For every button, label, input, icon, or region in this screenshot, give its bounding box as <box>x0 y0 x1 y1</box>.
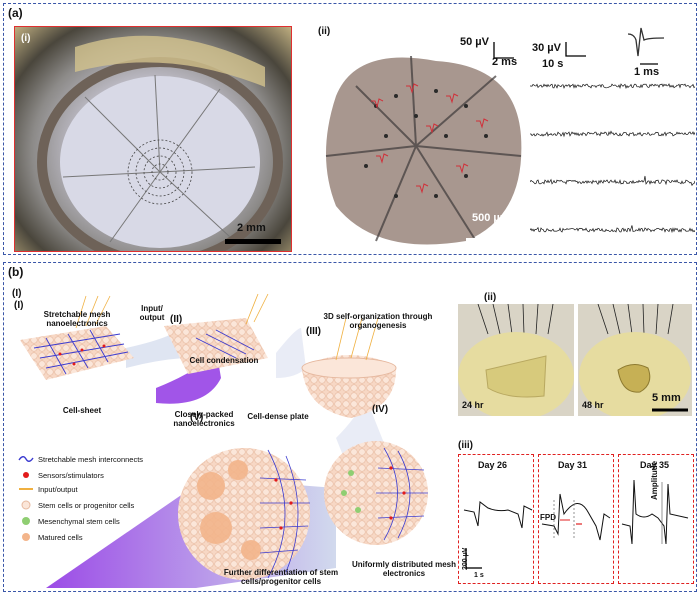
matured-swatch-icon <box>22 533 30 541</box>
annotation-stretchable: Stretchable mesh nanoelectronics <box>43 310 111 328</box>
trace-scale-voltage: 30 µV <box>532 42 561 54</box>
panel-b-iii-label: (iii) <box>458 440 473 451</box>
stage-II-label: (II) <box>170 314 183 325</box>
legend-label: Mesenchymal stem cells <box>38 516 120 526</box>
day-31-label: Day 31 <box>558 460 588 470</box>
legend-item-stem: Stem cells or progenitor cells <box>18 500 134 510</box>
legend-label: Input/output <box>38 484 78 494</box>
annotation-input-output: Input/ output <box>139 304 165 322</box>
amplitude-label: Amplitude <box>650 460 659 500</box>
scale-5mm: 5 mm <box>652 392 681 404</box>
legend-label: Stem cells or progenitor cells <box>38 500 135 510</box>
recording-traces: 30 µV 10 s 1 ms <box>530 26 695 252</box>
day-35-box <box>618 454 694 584</box>
legend-item-io: Input/output <box>18 484 78 494</box>
panel-a-label: (a) <box>8 6 23 20</box>
day-26-box <box>458 454 534 584</box>
scale-500um: 500 µm <box>472 212 510 224</box>
legend: Stretchable mesh interconnects Sensors/s… <box>18 454 178 550</box>
trace-row <box>530 175 695 187</box>
legend-label: Sensors/stimulators <box>38 470 104 480</box>
device-photo: (i) 2 mm <box>14 26 292 252</box>
day-35-label: Day 35 <box>640 460 670 470</box>
panel-b-i-label: (I) <box>12 288 22 299</box>
legend-item-matured: Matured cells <box>18 532 83 542</box>
mesh-swatch-icon <box>18 456 34 462</box>
spike-scale-voltage: 50 µV <box>460 36 489 48</box>
stage-III-label: (III) <box>306 326 321 337</box>
trace-row <box>530 130 695 138</box>
time-48hr: 48 hr <box>582 400 604 410</box>
annotation-cell-sheet: Cell-sheet <box>62 406 102 415</box>
annotation-uniform: Uniformly distributed mesh electronics <box>351 560 456 578</box>
legend-item-mesenchymal: Mesenchymal stem cells <box>18 516 120 526</box>
field-potential-traces <box>463 479 689 569</box>
trace-row <box>530 83 695 90</box>
legend-label: Matured cells <box>38 532 83 542</box>
annotation-closely-packed: Closely-packed nanoelectronics <box>173 410 235 428</box>
panel-a-i-label: (i) <box>21 33 31 44</box>
spike-scale-time: 2 ms <box>492 56 518 68</box>
time-24hr: 24 hr <box>462 400 484 410</box>
panel-b-label: (b) <box>8 265 24 279</box>
panel-b-ii-label: (ii) <box>484 292 497 303</box>
trace-row <box>530 225 695 234</box>
annotation-cell-dense: Cell-dense plate <box>247 412 309 421</box>
tissue-photo: (ii) 500 µm 50 µV 2 ms <box>316 26 528 252</box>
annotation-condensation: Cell condensation <box>189 356 259 365</box>
scale-voltage-label: 200 µV <box>462 547 469 570</box>
fpd-label: FPD <box>540 513 556 522</box>
trace-scale-time: 10 s <box>542 58 564 70</box>
panel-a-ii-label: (ii) <box>318 26 331 37</box>
io-swatch-icon <box>19 488 33 490</box>
day-31-box <box>538 454 614 584</box>
organogenesis-schematic <box>20 293 428 588</box>
day-26-label: Day 26 <box>478 460 508 470</box>
legend-item-mesh: Stretchable mesh interconnects <box>18 454 143 464</box>
panel-a <box>3 3 697 255</box>
scale-2mm: 2 mm <box>237 222 266 234</box>
inset-scale-time: 1 ms <box>634 66 660 78</box>
sensor-swatch-icon <box>23 472 29 478</box>
stage-V-label: (V) <box>190 412 204 423</box>
dish-photo-24hr: 24 hr <box>458 304 574 416</box>
stem-cell-swatch-icon <box>21 500 31 510</box>
legend-label: Stretchable mesh interconnects <box>38 454 144 464</box>
stage-IV-label: (IV) <box>372 404 389 415</box>
legend-item-sensors: Sensors/stimulators <box>18 470 104 480</box>
annotation-self-organization: 3D self-organization through organogenes… <box>323 312 433 330</box>
stage-I-label: (I) <box>14 300 24 311</box>
panel-b <box>3 262 697 592</box>
scale-time-label: 1 s <box>474 572 484 579</box>
dish-photo-48hr: 48 hr 5 mm <box>578 304 692 416</box>
annotation-further-diff: Further differentiation of stem cells/pr… <box>223 568 339 586</box>
mesenchymal-swatch-icon <box>22 517 30 525</box>
